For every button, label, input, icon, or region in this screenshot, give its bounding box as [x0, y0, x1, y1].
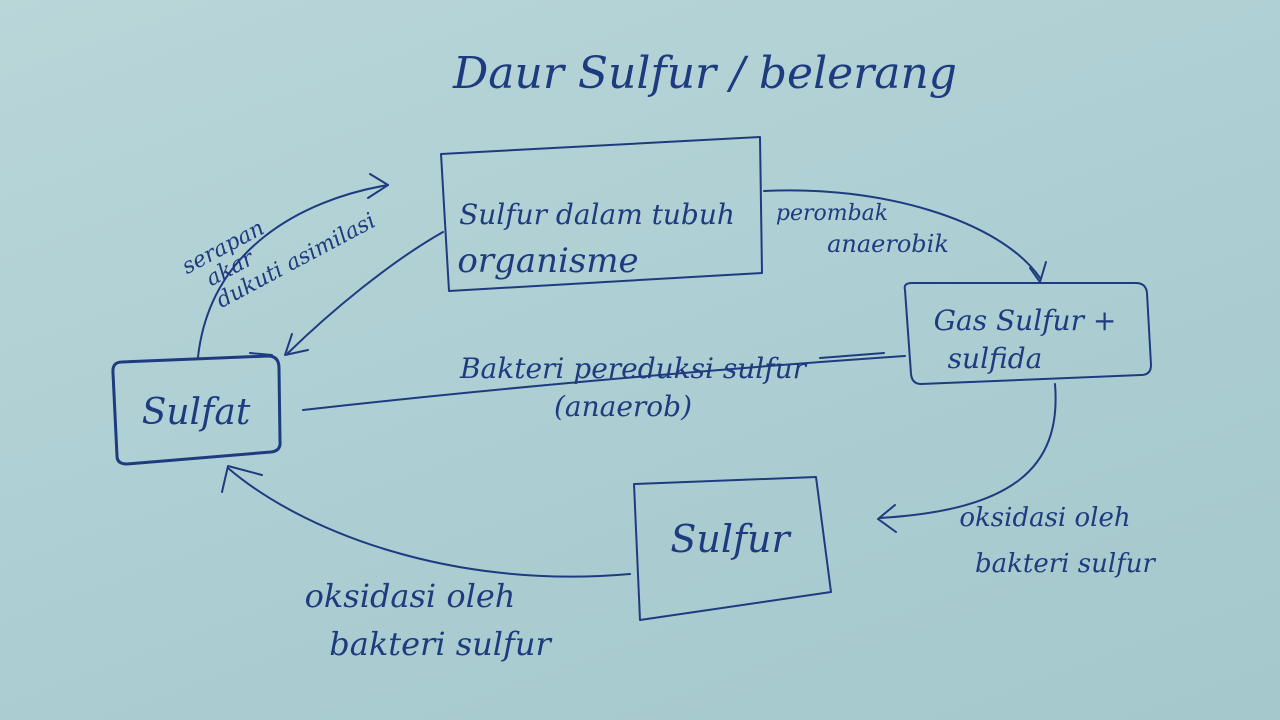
- gas-box: [903, 282, 1152, 385]
- edge-label-oksidasi-left-line2: bakteri sulfur: [329, 625, 552, 663]
- sulfur-label: Sulfur: [670, 517, 792, 561]
- edge-label-perombak-line2: anaerobik: [827, 230, 949, 258]
- arrowhead-organism-to-sulfat-tail: [249, 352, 273, 356]
- sulfat-label: Sulfat: [142, 392, 251, 433]
- arrow-bakteri-pereduksi: [302, 355, 906, 411]
- arrow-oksidasi-left: [227, 467, 631, 578]
- edge-label-oksidasi-right-line1: oksidasi oleh: [959, 503, 1130, 533]
- sulfur-box: [633, 476, 832, 621]
- arrowhead-organism-to-sulfat: [284, 333, 309, 356]
- arrow-organism-to-sulfat: [287, 231, 444, 354]
- gas-label-line1: Gas Sulfur +: [934, 304, 1117, 337]
- edge-label-oksidasi-left-line1: oksidasi oleh: [305, 577, 516, 615]
- organism-label-line1: Sulfur dalam tubuh: [459, 198, 735, 231]
- edge-label-bakteri-pereduksi-line2: (anaerob): [554, 390, 692, 423]
- organism-label-line2: organisme: [457, 241, 638, 281]
- arrowhead-perombak: [1029, 261, 1047, 283]
- edge-label-perombak-line1: perombak: [776, 201, 888, 226]
- arrowhead-oksidasi-right: [877, 504, 897, 533]
- arrow-perombak: [763, 189, 1041, 279]
- diagram-title: Daur Sulfur / belerang: [452, 48, 957, 99]
- arrow-oksidasi-right: [879, 383, 1057, 519]
- gas-label-line2: sulfida: [948, 342, 1043, 375]
- edge-label-oksidasi-right-line2: bakteri sulfur: [975, 549, 1157, 579]
- edge-label-bakteri-pereduksi-line1: Bakteri pereduksi sulfur: [459, 352, 808, 385]
- arrowhead-oksidasi-left: [221, 465, 263, 493]
- sulfat-box: [111, 354, 282, 466]
- organism-box: [440, 136, 763, 292]
- arrow-serapan: [197, 184, 389, 358]
- arrowhead-serapan: [367, 173, 389, 199]
- arrow-bakteri-pereduksi-overline: [819, 352, 885, 359]
